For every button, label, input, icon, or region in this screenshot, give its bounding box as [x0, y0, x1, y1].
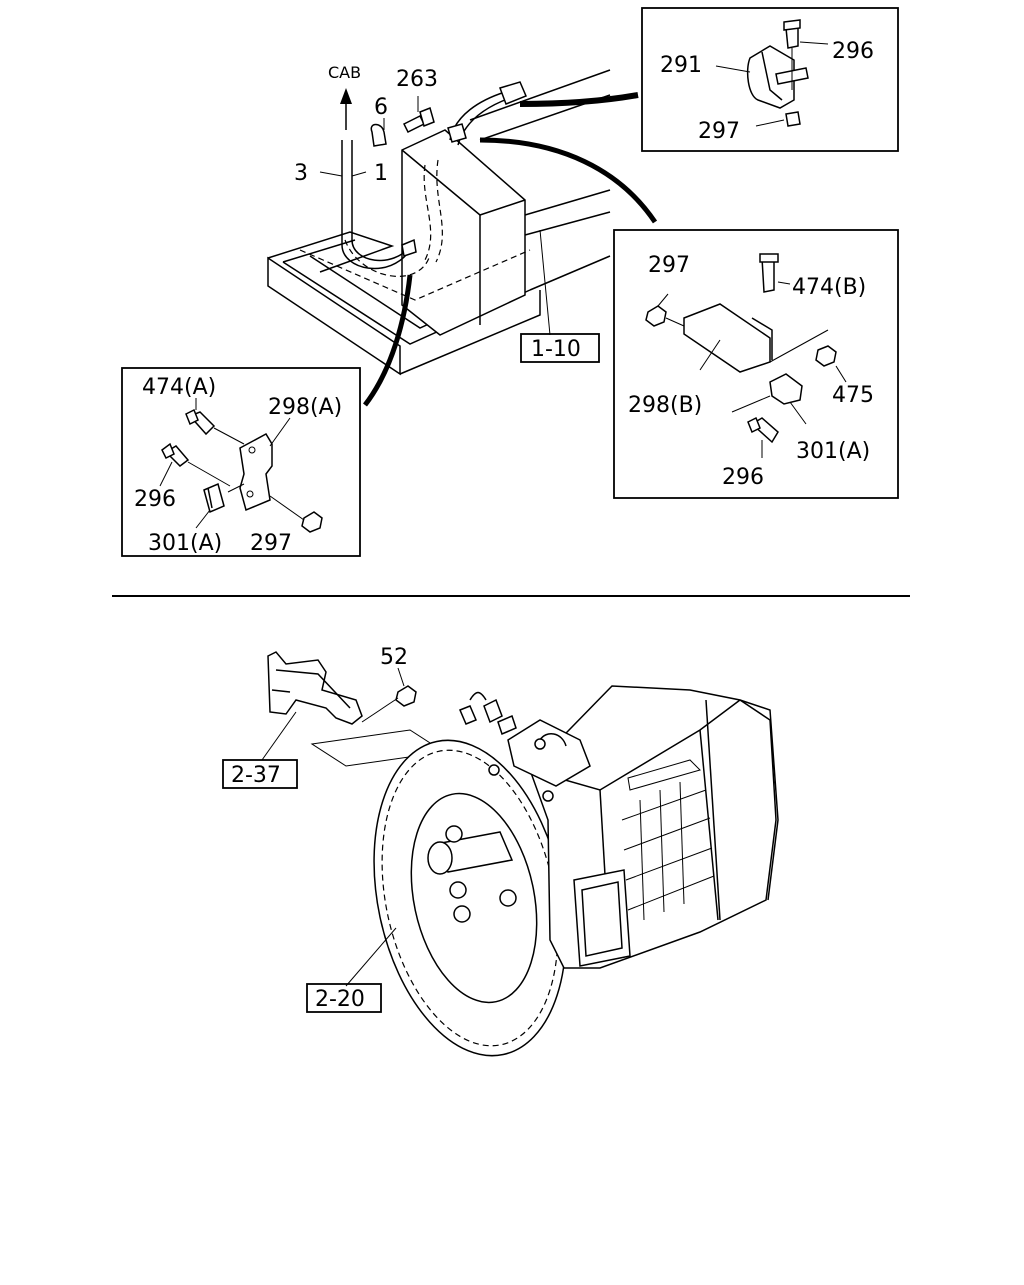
label-part-474b: 474(B): [792, 275, 866, 300]
label-ref-1-10: 1-10: [531, 337, 581, 362]
label-ref-2-20: 2-20: [315, 987, 365, 1012]
label-part-296-inset-a: 296: [134, 487, 176, 512]
label-part-1: 1: [374, 161, 388, 186]
inset-b: [613, 229, 899, 499]
frame-and-tank-drawing: [267, 69, 658, 407]
label-part-3: 3: [294, 161, 308, 186]
ref-box-2-37: [222, 759, 298, 789]
ref-box-2-20: [306, 983, 382, 1013]
label-part-297-inset-b: 297: [648, 253, 690, 278]
label-part-52: 52: [380, 645, 408, 670]
label-part-298b: 298(B): [628, 393, 702, 418]
label-part-474a: 474(A): [142, 375, 216, 400]
transmission-drawing: [261, 651, 779, 1057]
inset-top-right: [641, 7, 899, 152]
label-part-297-inset-a: 297: [250, 531, 292, 556]
label-part-301a-inset-a: 301(A): [148, 531, 222, 556]
inset-a: [121, 367, 361, 557]
label-part-475: 475: [832, 383, 874, 408]
label-part-6: 6: [374, 95, 388, 120]
label-part-301a-inset-b: 301(A): [796, 439, 870, 464]
label-ref-2-37: 2-37: [231, 763, 281, 788]
label-part-291: 291: [660, 53, 702, 78]
label-part-297-top-right: 297: [698, 119, 740, 144]
label-part-298a: 298(A): [268, 395, 342, 420]
label-part-296-inset-b: 296: [722, 465, 764, 490]
label-cab: CAB: [328, 63, 361, 82]
ref-box-1-10: [520, 333, 600, 363]
label-part-296-top-right: 296: [832, 39, 874, 64]
label-part-263: 263: [396, 67, 438, 92]
